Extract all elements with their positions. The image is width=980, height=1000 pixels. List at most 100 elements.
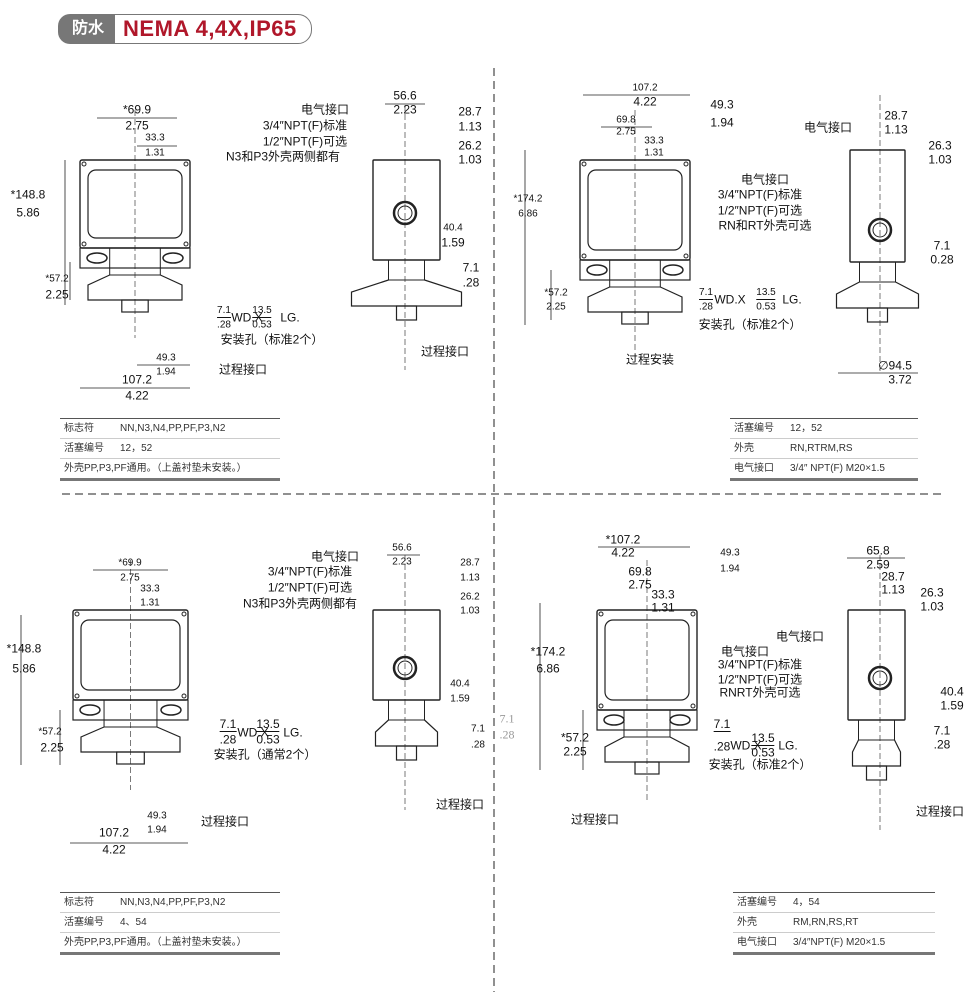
dimension-label: 5.86 — [16, 205, 40, 220]
dimension-label: 1.03 — [458, 152, 482, 167]
dimension-label: *69.9 — [122, 102, 152, 117]
screw-icon — [74, 693, 80, 699]
dimension-label: 3/4″NPT(F)标准 — [717, 187, 803, 202]
dimension-label: RNRT外壳可选 — [719, 685, 801, 700]
neck — [858, 719, 895, 741]
dimension-label: 1.94 — [720, 563, 740, 575]
dimension-label: .28 — [699, 301, 713, 313]
row-value: 4、54 — [120, 917, 147, 928]
dimension-label: .28 — [471, 739, 485, 751]
row-label: 标志符 — [64, 897, 94, 908]
process-connection — [395, 305, 418, 321]
dimension-label: 7.1 — [933, 238, 951, 253]
dimension-label: *57.2 — [45, 273, 69, 285]
dimension-label: 1.13 — [458, 119, 482, 134]
row-value: NN,N3,N4,PP,PF,P3,N2 — [120, 423, 226, 434]
dimension-label: .28 — [219, 732, 237, 747]
process-connection — [865, 765, 888, 781]
dimension-label: 3/4″NPT(F)标准 — [267, 564, 353, 579]
dimension-label: 40.4 — [450, 678, 470, 690]
dimension-label: 33.3 — [644, 135, 664, 147]
screw-icon — [81, 241, 87, 247]
dimension-label: *69.9 — [118, 557, 142, 569]
row-value: 4，54 — [793, 897, 820, 908]
dimension-label: LG. — [782, 292, 802, 307]
dimension-label: N3和P3外壳两侧都有 — [242, 596, 358, 611]
enclosure-side — [372, 609, 441, 701]
dimension-label: 电气接口 — [720, 644, 770, 659]
dimension-label: 2.25 — [546, 301, 566, 313]
dimension-label: .28 — [713, 739, 731, 754]
dimension-label: 40.4 — [940, 684, 964, 699]
dimension-label: 13.5 — [756, 287, 776, 300]
dimension-label: 1.03 — [460, 605, 480, 617]
dimension-label: 过程接口 — [570, 812, 620, 827]
row-value: 12，52 — [790, 423, 823, 434]
dimension-label: WD.X — [237, 725, 269, 740]
dimension-label: LG. — [778, 738, 798, 753]
mounting-hole — [669, 714, 691, 726]
screw-icon — [581, 253, 587, 259]
process-connection — [866, 307, 889, 323]
dimension-label: 3/4″NPT(F)标准 — [262, 118, 348, 133]
dimension-label: 6.86 — [536, 661, 560, 676]
diaphragm-housing — [350, 279, 463, 307]
dimension-label: 69.8 — [628, 564, 652, 579]
dimension-label: 1.13 — [881, 582, 905, 597]
dimension-label: *57.2 — [560, 730, 590, 745]
dimension-label: 1.13 — [460, 572, 480, 584]
row-label: 电气接口 — [734, 463, 774, 474]
dimension-label: 0.53 — [256, 732, 280, 747]
dimension-label: N3和P3外壳两侧都有 — [225, 149, 341, 164]
diaphragm-housing — [835, 281, 920, 309]
dimension-label: 安装孔（通常2个） — [213, 747, 317, 762]
dimension-label: 13.5 — [751, 731, 775, 746]
dimension-label: 28.7 — [881, 569, 905, 584]
dimension-label: 28.7 — [458, 104, 482, 119]
dimension-label: 26.3 — [928, 138, 952, 153]
dimension-label: 1.94 — [710, 115, 734, 130]
dimension-label: 1.03 — [920, 599, 944, 614]
row-value: 12，52 — [120, 443, 153, 454]
dimension-label: 1.03 — [928, 152, 952, 167]
dimension-label: LG. — [280, 310, 300, 325]
dimension-label: 1.59 — [940, 698, 964, 713]
dimension-label: 过程接口 — [200, 814, 250, 829]
screw-icon — [181, 693, 187, 699]
table-row: 外壳PP,P3,PF通用。（上盖衬垫未安装。） — [60, 459, 280, 478]
row-label: 外壳PP,P3,PF通用。（上盖衬垫未安装。） — [64, 937, 247, 948]
process-connection — [395, 745, 418, 761]
dimension-label: 2.25 — [45, 287, 69, 302]
dimension-label: 过程安装 — [625, 352, 675, 367]
dimension-label: 7.1 — [219, 717, 237, 732]
dimension-label: 2.25 — [40, 740, 64, 755]
dimension-label: 3.72 — [888, 372, 912, 387]
mounting-hole — [86, 252, 108, 264]
dimension-label: *57.2 — [38, 726, 62, 738]
screw-icon — [598, 703, 604, 709]
dimension-label: .28 — [217, 319, 231, 331]
dimension-label: 13.5 — [256, 717, 280, 732]
dimension-label: 56.6 — [392, 542, 412, 554]
neck — [388, 699, 425, 721]
dimension-label: 28.7 — [884, 108, 908, 123]
dimension-label: 3/4″NPT(F)标准 — [717, 657, 803, 672]
row-label: 活塞编号 — [64, 443, 104, 454]
mounting-hole — [603, 714, 625, 726]
diaphragm-housing — [374, 719, 439, 747]
dimension-label: 过程接口 — [915, 804, 965, 819]
dimension-label: 1.31 — [651, 600, 675, 615]
row-label: 活塞编号 — [64, 917, 104, 928]
dimension-label: 4.22 — [633, 94, 657, 109]
row-label: 标志符 — [64, 423, 94, 434]
dimension-label: 电气接口 — [310, 549, 360, 564]
mounting-hole — [162, 252, 184, 264]
neck — [388, 259, 425, 281]
dimension-label: 1/2″NPT(F)可选 — [267, 580, 353, 595]
neck — [109, 247, 161, 276]
